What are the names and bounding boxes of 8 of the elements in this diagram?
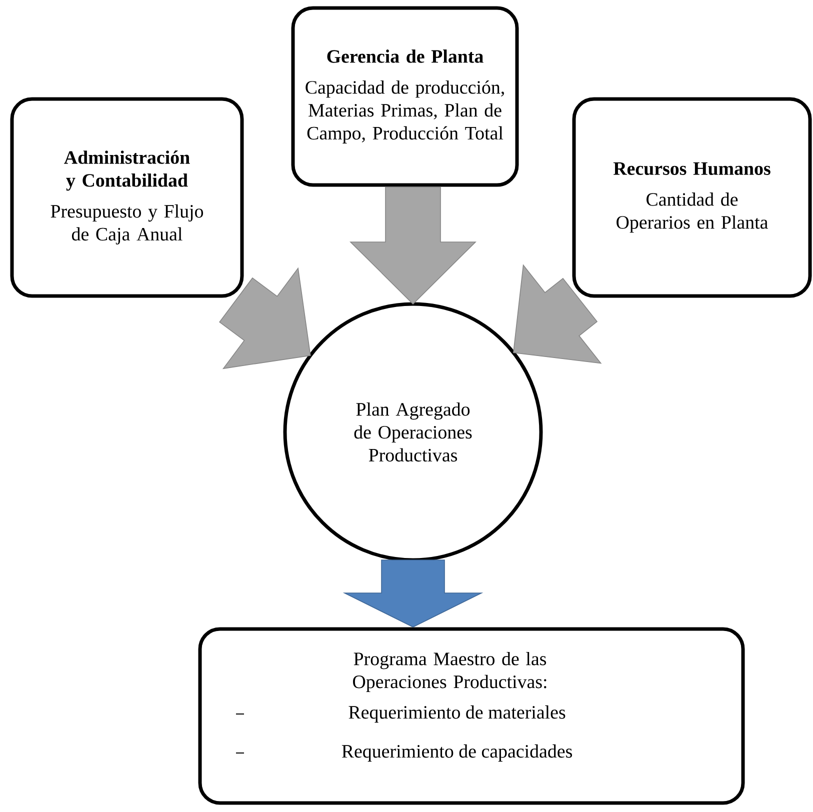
block-arrow	[512, 264, 602, 364]
program-box: Programa Maestro de las Operaciones Productivas: Requerimiento de materiales Requerimiento de capacidades	[198, 627, 745, 805]
block-arrow	[350, 186, 476, 305]
block-arrow	[342, 560, 484, 628]
department-box: Gerencia de Planta Capacidad de producción, Materias Primas, Plan de Campo, Producción Total	[291, 6, 519, 187]
department-box: Recursos Humanos Cantidad de Operarios en Planta	[572, 97, 812, 298]
block-arrow	[219, 267, 311, 370]
department-box: Administración y Contabilidad Presupuesto y Flujo de Caja Anual	[10, 97, 244, 298]
